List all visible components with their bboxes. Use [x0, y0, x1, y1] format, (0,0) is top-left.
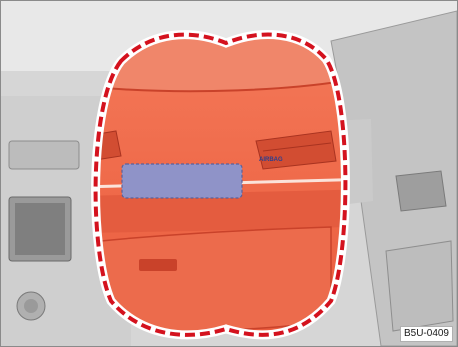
climate-knob-center	[24, 299, 38, 313]
door-pocket	[386, 241, 453, 331]
glovebox	[101, 227, 331, 332]
center-vent	[9, 141, 79, 169]
display-screen	[15, 203, 65, 255]
glovebox-handle	[139, 259, 177, 271]
airbag-cover-area	[122, 164, 242, 198]
door-handle	[396, 171, 446, 211]
figure-reference-code: B5U-0409	[400, 326, 453, 342]
airbag-marking-text: AIRBAG	[259, 157, 283, 163]
